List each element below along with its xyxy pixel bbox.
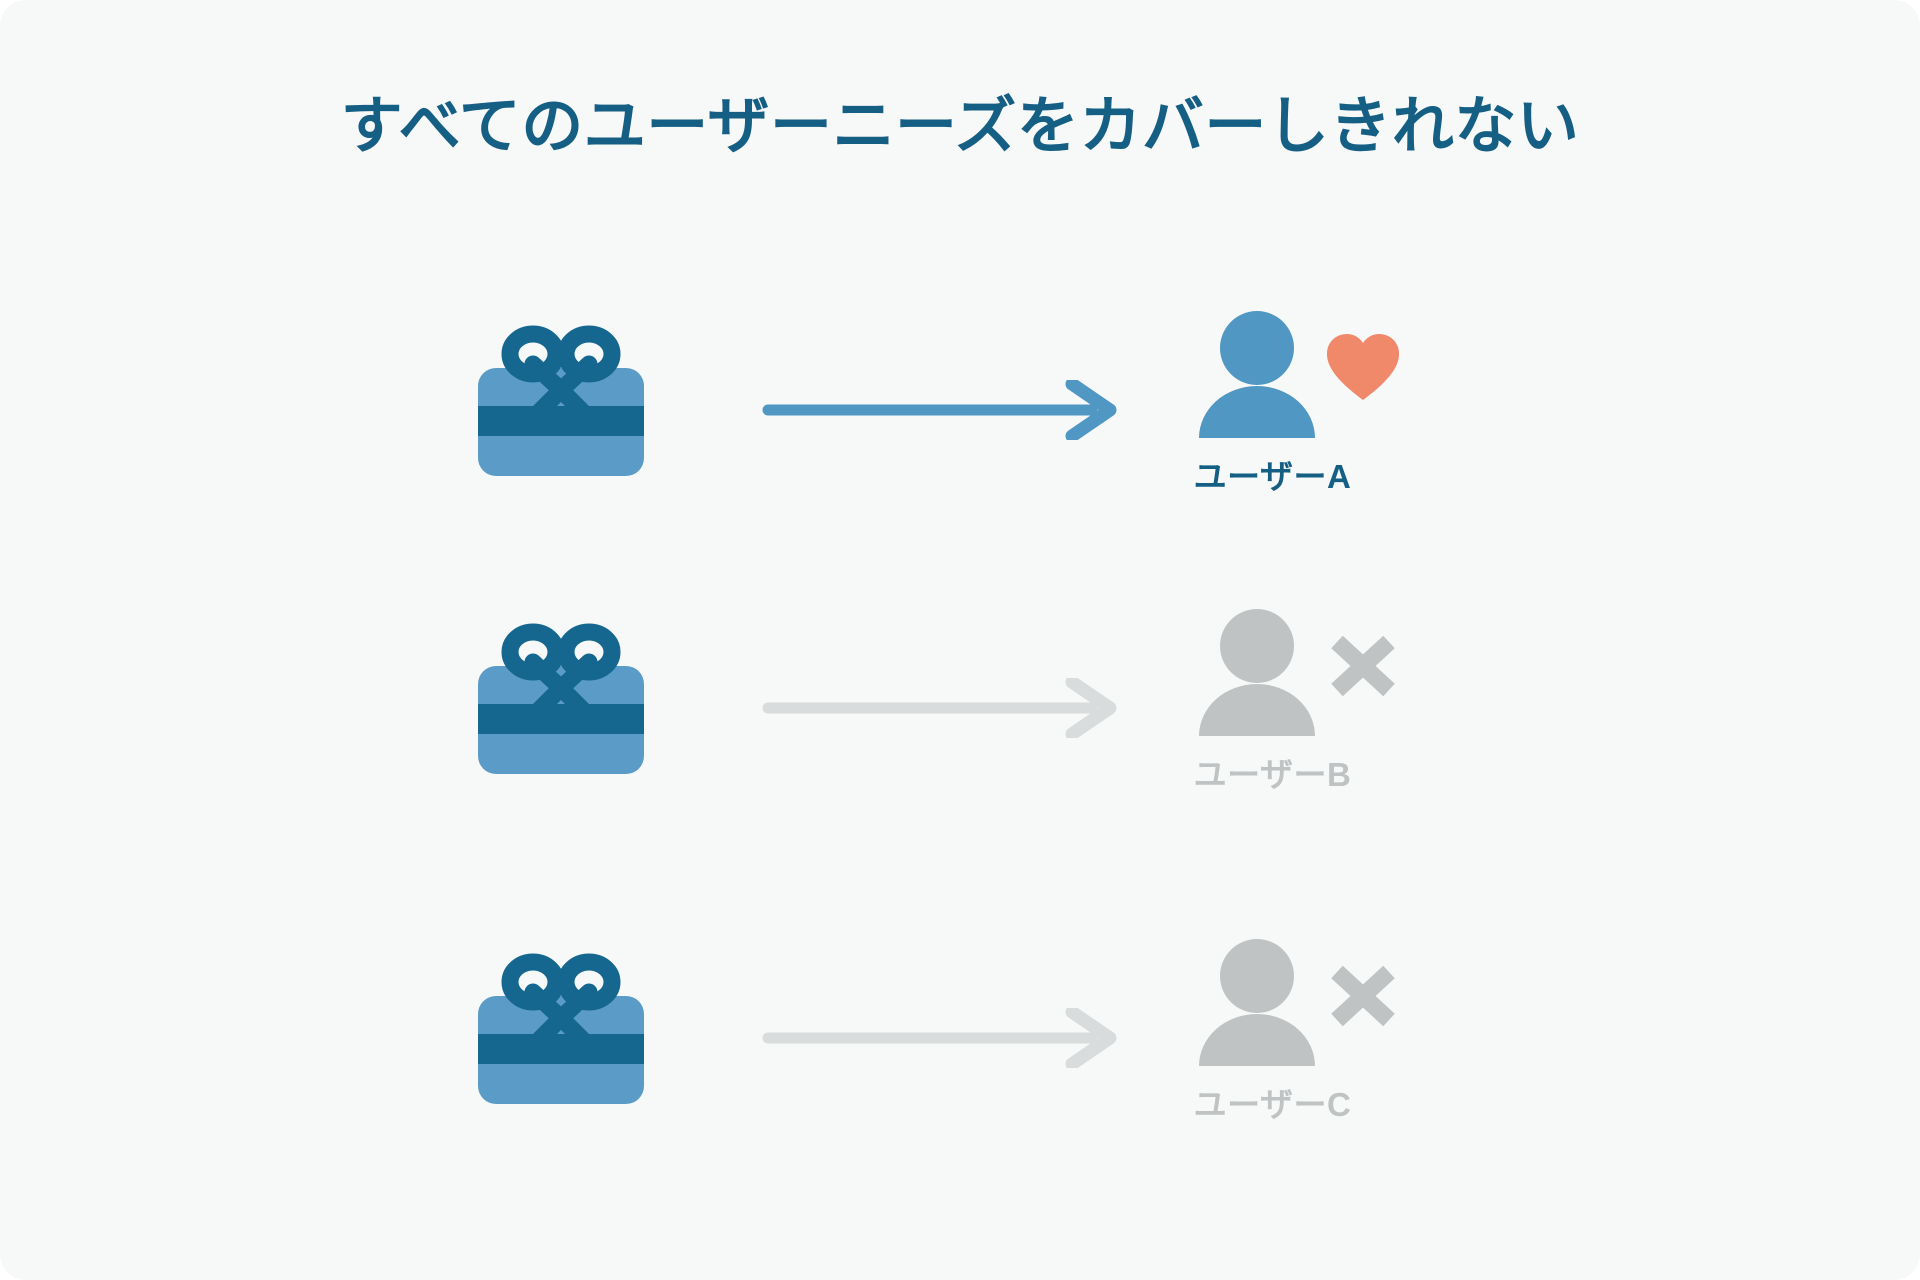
user-result-2: ユーザーC	[1185, 928, 1465, 1148]
user-row: ユーザーC	[0, 928, 1920, 1148]
user-row: ユーザーB	[0, 598, 1920, 818]
arrow-right-icon	[762, 380, 1122, 440]
page-title: すべてのユーザーニーズをカバーしきれない	[340, 92, 1580, 161]
cross-x-icon	[1323, 956, 1403, 1036]
person-icon	[1195, 938, 1319, 1068]
user-result-1: ユーザーB	[1185, 598, 1465, 818]
cross-x-icon	[1323, 626, 1403, 706]
arrow-right-icon	[762, 678, 1122, 738]
person-icon	[1195, 608, 1319, 738]
user-result-0: ユーザーA	[1185, 300, 1465, 520]
gift-icon	[470, 616, 652, 776]
user-label: ユーザーB	[1193, 756, 1352, 793]
heart-icon	[1323, 328, 1403, 408]
gift-icon	[470, 318, 652, 478]
arrow-right-icon	[762, 1008, 1122, 1068]
user-row: ユーザーA	[0, 300, 1920, 520]
person-icon	[1195, 310, 1319, 440]
user-label: ユーザーA	[1193, 458, 1352, 495]
user-label: ユーザーC	[1193, 1086, 1352, 1123]
gift-icon	[470, 946, 652, 1106]
